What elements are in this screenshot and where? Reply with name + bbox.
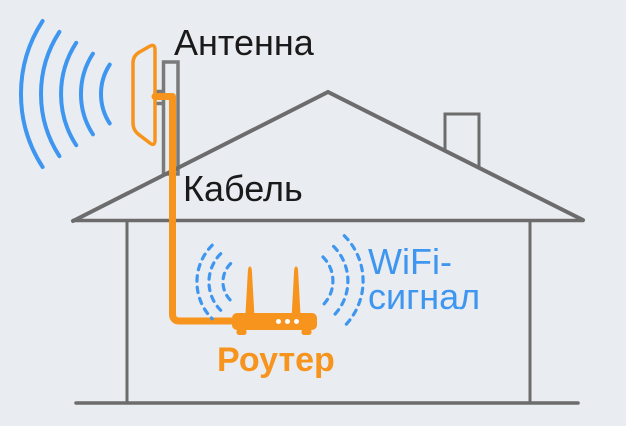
cable-label: Кабель xyxy=(183,168,303,209)
cable-line xyxy=(151,93,240,325)
house-outline xyxy=(71,89,585,405)
router-label: Роутер xyxy=(217,341,335,379)
router-body xyxy=(232,313,317,330)
outdoor-antenna-icon xyxy=(131,43,157,147)
antenna-label: Антенна xyxy=(174,22,314,63)
router-foot-left xyxy=(236,329,247,335)
router-foot-right xyxy=(301,329,312,335)
router-antenna-left xyxy=(245,266,255,313)
signal-waves-icon xyxy=(19,19,112,169)
roof-lines xyxy=(71,89,585,223)
wifi-signal-label-line2: сигнал xyxy=(368,276,481,317)
wifi-waves-icon xyxy=(195,234,365,328)
wifi-signal-label-line1: WiFi- xyxy=(368,241,452,282)
router-icon xyxy=(232,266,317,335)
chimney xyxy=(443,112,481,170)
router-leds xyxy=(276,319,299,324)
router-antenna-right xyxy=(291,266,301,313)
wifi-signal-label: WiFi-сигнал xyxy=(368,241,481,317)
